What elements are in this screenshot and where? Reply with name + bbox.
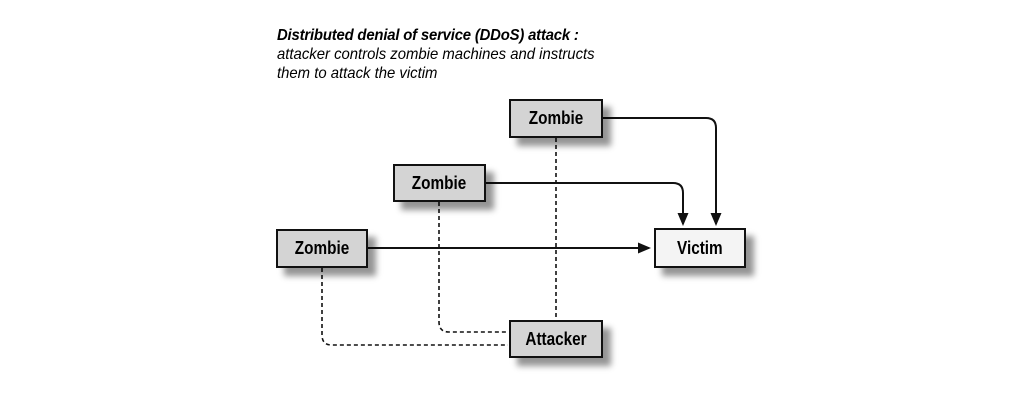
node-zombie-top-label: Zombie	[528, 108, 584, 128]
node-zombie-left-label: Zombie	[294, 238, 350, 258]
caption-subtitle-line1: attacker controls zombie machines and in…	[277, 46, 595, 63]
node-attacker: Attacker	[509, 320, 603, 358]
edge-attacker-to-zombie-left	[321, 268, 508, 346]
caption-title: Distributed denial of service (DDoS) att…	[277, 27, 579, 44]
caption-subtitle-line2: them to attack the victim	[277, 65, 438, 82]
node-zombie-middle: Zombie	[393, 164, 486, 202]
node-zombie-top: Zombie	[509, 99, 603, 138]
diagram-caption: Distributed denial of service (DDoS) att…	[277, 26, 595, 83]
node-victim: Victim	[654, 228, 746, 268]
node-attacker-label: Attacker	[525, 328, 587, 349]
node-zombie-middle-label: Zombie	[412, 172, 467, 193]
edge-zombie-top-to-victim	[603, 117, 722, 226]
node-victim-label: Victim	[677, 237, 723, 258]
edge-attacker-to-zombie-middle	[438, 202, 508, 333]
edge-zombie-middle-to-victim	[486, 182, 689, 226]
node-zombie-left: Zombie	[276, 229, 368, 268]
